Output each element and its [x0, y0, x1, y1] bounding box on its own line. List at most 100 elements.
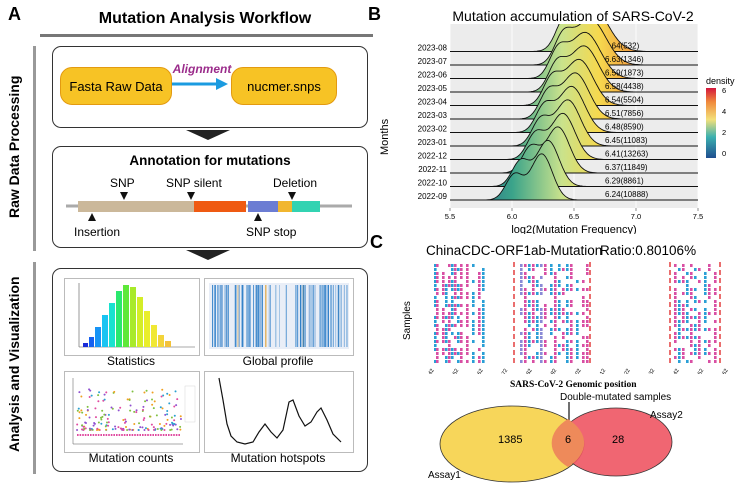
heatmap-cell — [451, 296, 454, 299]
heatmap-cell — [524, 276, 527, 279]
heatmap-cell — [528, 324, 531, 327]
heatmap-cell — [686, 316, 689, 319]
heatmap-cell — [540, 360, 543, 363]
heatmap-cell — [570, 320, 573, 323]
heatmap-cell — [586, 356, 589, 359]
heatmap-cell — [524, 316, 527, 319]
down-arrow-2-icon — [186, 250, 230, 260]
heatmap-cell — [524, 356, 527, 359]
heatmap-cell — [454, 308, 457, 311]
heatmap-cell — [686, 272, 689, 275]
heatmap-cell — [540, 316, 543, 319]
heatmap-cell — [698, 312, 701, 315]
heatmap-cell — [562, 312, 565, 315]
heatmap-cell — [434, 296, 437, 299]
heatmap-cell — [562, 308, 565, 311]
heatmap-cell — [570, 348, 573, 351]
heatmap-cell — [536, 352, 539, 355]
heatmap-cell — [520, 284, 523, 287]
heatmap-cell — [566, 328, 569, 331]
heatmap-cell — [448, 352, 451, 355]
heatmap-cell — [554, 276, 557, 279]
heatmap-cell — [550, 328, 553, 331]
heatmap-cell — [524, 308, 527, 311]
heatmap-cell — [678, 324, 681, 327]
heatmap-cell — [586, 348, 589, 351]
panel-b-ylabel: Months — [379, 118, 391, 155]
heatmap-cell — [566, 340, 569, 343]
heatmap-cell — [460, 356, 463, 359]
heatmap-cell — [445, 300, 448, 303]
heatmap-cell — [457, 304, 460, 307]
heatmap-cell — [586, 336, 589, 339]
heatmap-cell — [576, 324, 579, 327]
heatmap-cell — [562, 344, 565, 347]
heatmap-cell — [532, 312, 535, 315]
heatmap-cell — [566, 352, 569, 355]
heatmap-cell — [442, 292, 445, 295]
heatmap-cell — [566, 332, 569, 335]
heatmap-cell — [442, 340, 445, 343]
heatmap-cell — [520, 276, 523, 279]
heatmap-cell — [686, 312, 689, 315]
heatmap-cell — [576, 352, 579, 355]
heatmap-cell — [694, 276, 697, 279]
deletion-label: Deletion — [273, 176, 318, 190]
heatmap-cell — [570, 352, 573, 355]
heatmap-cell — [532, 340, 535, 343]
heatmap-cell — [448, 316, 451, 319]
heatmap-cell — [570, 276, 573, 279]
heatmap-cell — [690, 292, 693, 295]
heatmap-cell — [554, 356, 557, 359]
heatmap-cell — [678, 312, 681, 315]
heatmap-cell — [532, 292, 535, 295]
heatmap-cell — [540, 344, 543, 347]
heatmap-cell — [454, 292, 457, 295]
heatmap-cell — [674, 312, 677, 315]
heatmap-cell — [528, 344, 531, 347]
heatmap-cell — [524, 264, 527, 267]
heatmap-cell — [436, 304, 439, 307]
heatmap-cell — [454, 280, 457, 283]
heatmap-cell — [708, 360, 711, 363]
heatmap-cell — [686, 304, 689, 307]
heatmap-cell — [674, 356, 677, 359]
heatmap-cell — [678, 300, 681, 303]
heatmap-cell — [520, 292, 523, 295]
heatmap-cell — [520, 264, 523, 267]
x-tick-label: 7.5 — [693, 212, 703, 221]
heatmap-cell — [451, 308, 454, 311]
heatmap-cell — [576, 340, 579, 343]
heatmap-cell — [460, 332, 463, 335]
heatmap-cell — [678, 352, 681, 355]
heatmap-cell — [436, 276, 439, 279]
legend-tick-label: 0 — [722, 149, 726, 158]
heatmap-cell — [566, 356, 569, 359]
heatmap-cell — [524, 304, 527, 307]
heatmap-cell — [442, 332, 445, 335]
heatmap-cell — [451, 264, 454, 267]
heatmap-cell — [714, 280, 717, 283]
heatmap-cell — [442, 348, 445, 351]
heatmap-cell — [448, 280, 451, 283]
heatmap-cell — [694, 328, 697, 331]
heatmap-cell — [558, 312, 561, 315]
heatmap-cell — [554, 344, 557, 347]
heatmap-cell — [436, 328, 439, 331]
panel-b-title: Mutation accumulation of SARS-CoV-2 — [452, 8, 694, 24]
heatmap-cell — [558, 268, 561, 271]
heatmap-cell — [436, 272, 439, 275]
heatmap-cell — [582, 344, 585, 347]
heatmap-cell — [708, 328, 711, 331]
heatmap-cell — [472, 320, 475, 323]
heatmap-cell — [704, 328, 707, 331]
heatmap-cell — [482, 320, 485, 323]
heatmap-cell — [482, 328, 485, 331]
heatmap-cell — [466, 320, 469, 323]
heatmap-cell — [586, 316, 589, 319]
heatmap-cell — [690, 344, 693, 347]
alignment-label: Alignment — [172, 62, 232, 76]
heatmap-cell — [436, 348, 439, 351]
heatmap-cell — [570, 312, 573, 315]
heatmap-cell — [451, 352, 454, 355]
